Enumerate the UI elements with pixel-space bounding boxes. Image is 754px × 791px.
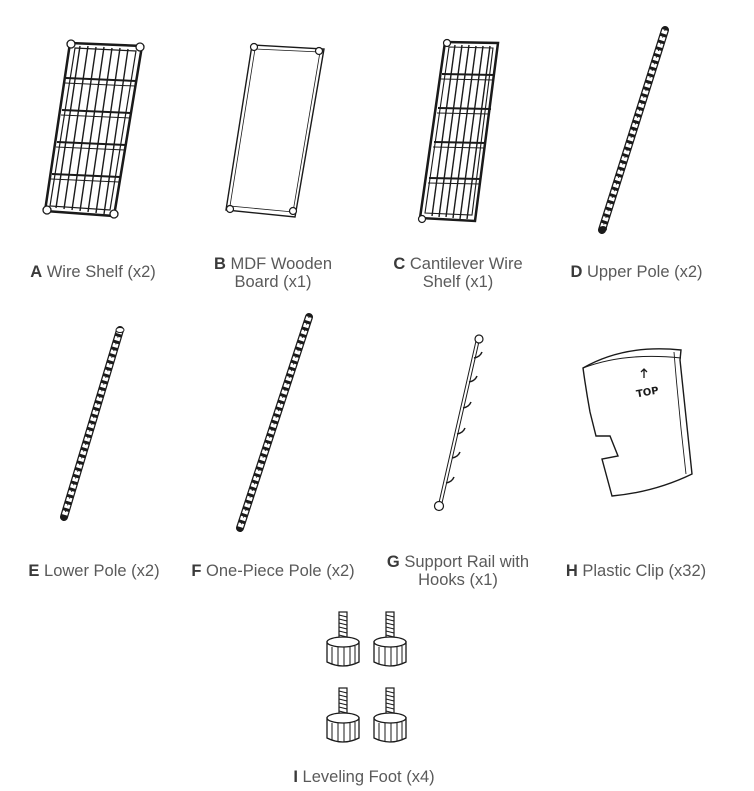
part-name: Plastic Clip (x32) [582,562,707,580]
part-name: Cantilever Wire [409,255,523,273]
pole-icon [230,312,320,534]
part-letter: G [386,553,400,571]
part-label: G Support Rail with Hooks (x1) [378,553,538,589]
pole-icon [54,324,134,524]
part-letter: E [28,562,40,580]
part-letter: A [30,263,43,281]
part-label: A Wire Shelf (x2) [10,263,176,281]
clip-top-text: TOP [635,386,659,401]
part-name: Leveling Foot (x4) [302,768,435,786]
pole-icon [592,26,682,238]
part-name: Upper Pole (x2) [586,263,703,281]
part-letter: H [565,562,578,580]
support-rail-icon [428,330,498,515]
part-name-line2: Hooks (x1) [418,571,498,589]
leveling-foot-icon [318,608,418,758]
part-label: I Leveling Foot (x4) [284,768,444,786]
part-label: B MDF Wooden Board (x1) [196,255,350,291]
wire-shelf-icon [38,38,148,223]
mdf-board-icon [222,40,332,220]
part-name-line2: Shelf (x1) [422,273,494,291]
part-letter: D [570,263,583,281]
part-name: Support Rail with [404,553,530,571]
part-label: H Plastic Clip (x32) [556,562,716,580]
part-letter: C [393,255,406,273]
part-label: F One-Piece Pole (x2) [184,562,362,580]
part-letter: F [191,562,202,580]
part-name-line2: Board (x1) [234,273,312,291]
part-name: Lower Pole (x2) [44,562,160,580]
part-letter: B [214,255,226,273]
part-letter: I [293,768,298,786]
cantilever-shelf-icon [415,38,505,228]
plastic-clip-icon: TOP [580,344,700,504]
part-name: One-Piece Pole (x2) [206,562,355,580]
part-label: C Cantilever Wire Shelf (x1) [380,255,536,291]
part-label: E Lower Pole (x2) [14,562,174,580]
part-label: D Upper Pole (x2) [559,263,714,281]
part-name: MDF Wooden [230,255,332,273]
part-name: Wire Shelf (x2) [46,263,156,281]
